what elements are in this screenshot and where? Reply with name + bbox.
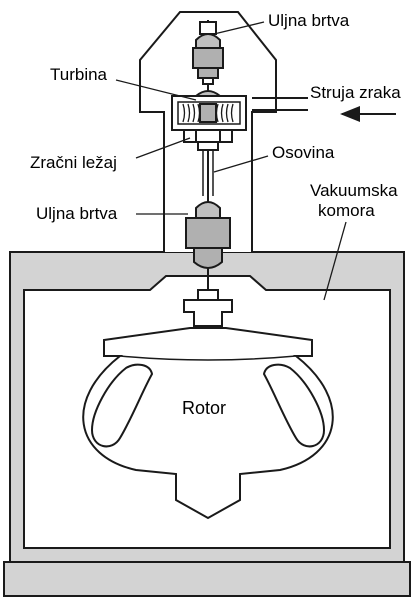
top-oil-seal [192,21,224,85]
rotor-tube-right [262,363,326,448]
label-oil-seal-top: Uljna brtva [268,11,350,30]
rotor-hub [183,289,233,327]
bottom-oil-seal [185,201,231,269]
turbine [171,90,247,131]
air-inlet-pipe [252,97,308,111]
label-air-bearing: Zračni ležaj [30,153,117,172]
label-air-stream: Struja zraka [310,83,401,102]
label-vacuum-chamber-1: Vakuumska [310,181,398,200]
label-oil-seal-bottom: Uljna brtva [36,204,118,223]
label-rotor: Rotor [182,398,226,418]
air-bearing [183,129,233,151]
label-shaft: Osovina [272,143,335,162]
rotor-tube-left [90,363,154,448]
base-platform [3,561,411,597]
label-turbine: Turbina [50,65,108,84]
leader-lines [115,21,347,301]
rotor-rim [119,355,297,361]
label-vacuum-chamber-2: komora [318,201,375,220]
